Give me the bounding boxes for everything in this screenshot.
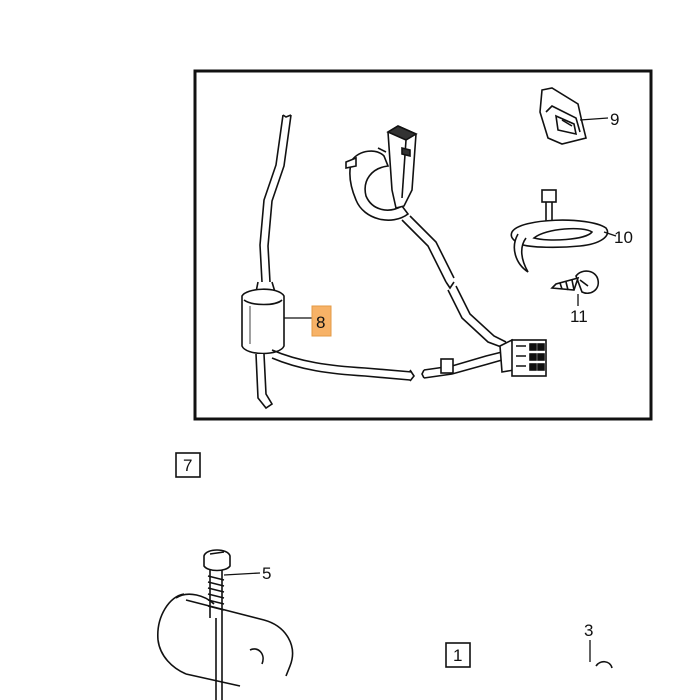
self-tapping-screw — [550, 270, 600, 295]
callout-8-highlight — [311, 305, 332, 337]
part-3-fragment — [595, 660, 613, 669]
plug-connector — [499, 338, 547, 377]
detail-frame — [193, 69, 653, 421]
callout-8: 8 — [316, 313, 325, 332]
bolt — [203, 549, 231, 618]
boxed-label-7-frame — [175, 452, 201, 478]
cable-tie — [510, 189, 609, 273]
boxed-label-7: 7 — [183, 456, 192, 475]
boxed-label-1: 1 — [453, 646, 462, 665]
callout-9: 9 — [610, 110, 619, 129]
callout-3: 3 — [584, 621, 593, 640]
boxed-label-1-frame — [445, 642, 471, 668]
sensor-cable-assembly — [241, 114, 503, 410]
holder-clamp — [345, 125, 507, 349]
callout-5: 5 — [262, 564, 271, 583]
tube-fragment — [157, 593, 294, 700]
spring-clip — [539, 87, 587, 145]
callout-10: 10 — [614, 228, 633, 247]
callout-11: 11 — [570, 307, 588, 326]
leader-lines — [223, 117, 617, 662]
